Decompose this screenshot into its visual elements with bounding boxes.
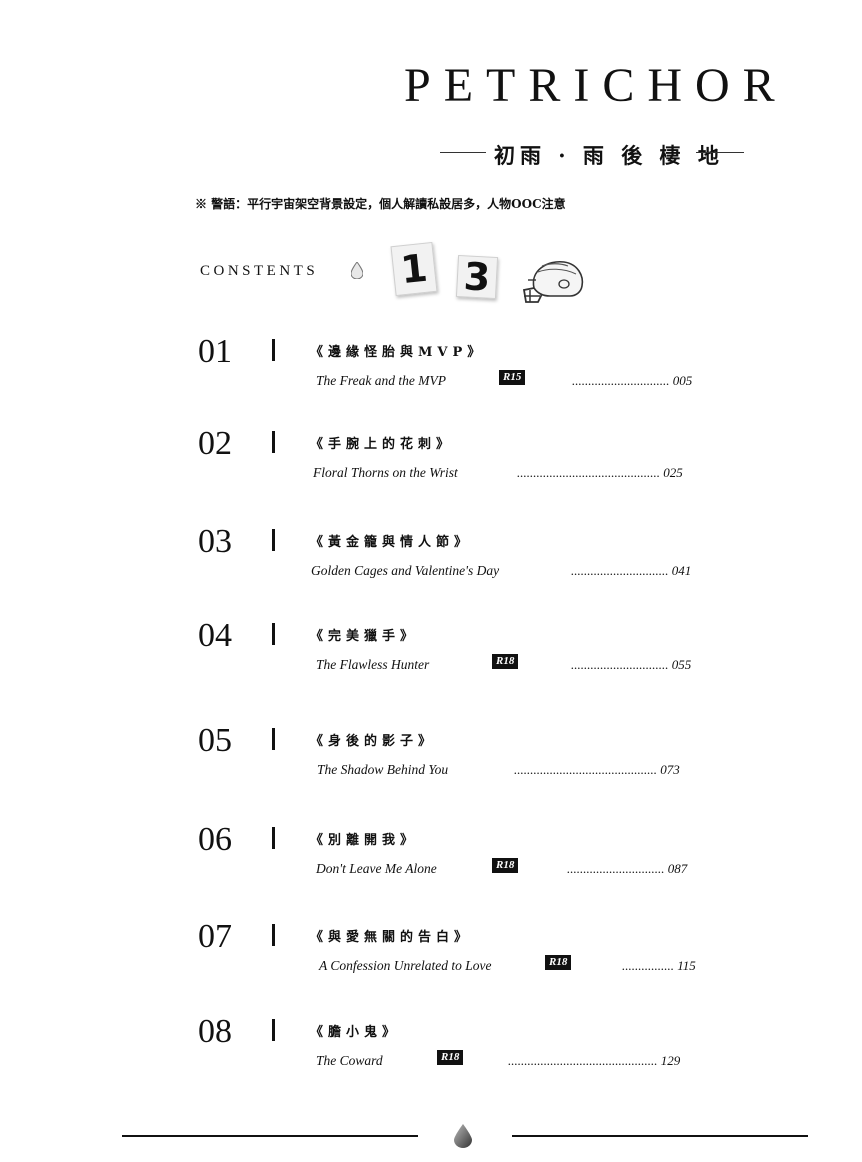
footer-rule-left (122, 1135, 418, 1137)
entry-divider (272, 529, 275, 551)
number-card-three: 3 (455, 254, 499, 300)
page-number: 115 (677, 958, 696, 973)
subtitle-rule-right (696, 152, 744, 153)
entry-number: 06 (198, 821, 232, 858)
entry-divider (272, 1019, 275, 1041)
entry-number: 04 (198, 617, 232, 654)
entry-english-title: Don't Leave Me Alone (316, 861, 437, 876)
rating-badge: R18 (492, 654, 519, 669)
entry-english-title: The Coward (316, 1053, 383, 1068)
entry-divider (272, 623, 275, 645)
subtitle-group: 初雨 · 雨 後 棲 地 (440, 140, 746, 168)
entry-leader-dots: ........................................… (514, 762, 680, 777)
page-number: 073 (660, 762, 680, 777)
entry-leader-dots: ................ 115 (622, 958, 696, 973)
entry-divider (272, 827, 275, 849)
entry-leader-dots: ........................................… (508, 1053, 681, 1068)
entry-leader-dots: .............................. 041 (571, 563, 692, 578)
entry-chinese-title: 《黃金籠與情人節》 (310, 535, 473, 550)
page-number: 055 (671, 657, 692, 672)
entry-chinese-title: 《身後的影子》 (310, 734, 437, 749)
toc-entry-05[interactable]: 05 《身後的影子》 The Shadow Behind You .......… (0, 724, 862, 794)
entry-number: 01 (198, 333, 232, 370)
toc-entry-03[interactable]: 03 《黃金籠與情人節》 Golden Cages and Valentine'… (0, 525, 862, 595)
toc-entry-08[interactable]: 08 《膽小鬼》 The Coward R18 ................… (0, 1015, 862, 1085)
entry-chinese-title: 《邊緣怪胎與MVP》 (310, 345, 486, 360)
entry-english-title: The Flawless Hunter (316, 657, 430, 672)
entry-english-title: A Confession Unrelated to Love (319, 958, 492, 973)
rating-badge: R18 (492, 858, 519, 873)
entry-divider (272, 924, 275, 946)
entry-english-title: Golden Cages and Valentine's Day (311, 563, 500, 578)
entry-number: 02 (198, 425, 232, 462)
entry-chinese-title: 《別離開我》 (310, 833, 419, 848)
toc-entry-04[interactable]: 04 《完美獵手》 The Flawless Hunter R18 ......… (0, 619, 862, 689)
page-number: 041 (671, 563, 692, 578)
entry-leader-dots: .............................. 005 (572, 373, 693, 388)
page-number: 129 (660, 1053, 681, 1068)
entry-english-title: The Shadow Behind You (317, 762, 449, 777)
entry-english-title: The Freak and the MVP (316, 373, 446, 388)
entry-leader-dots: .............................. 087 (567, 861, 688, 876)
rating-badge: R18 (545, 955, 572, 970)
toc-entry-01[interactable]: 01 《邊緣怪胎與MVP》 The Freak and the MVP R15 … (0, 335, 862, 405)
number-card-one: 1 (390, 241, 438, 297)
toc-entry-02[interactable]: 02 《手腕上的花刺》 Floral Thorns on the Wrist .… (0, 427, 862, 497)
entry-chinese-title: 《手腕上的花刺》 (310, 437, 455, 452)
contents-heading: CONSTENTS (200, 263, 319, 279)
toc-entry-07[interactable]: 07 《與愛無關的告白》 A Confession Unrelated to L… (0, 920, 862, 990)
entry-chinese-title: 《與愛無關的告白》 (310, 930, 473, 945)
entry-leader-dots: ........................................… (517, 465, 683, 480)
entry-chinese-title: 《完美獵手》 (310, 629, 419, 644)
entry-number: 07 (198, 918, 232, 955)
entry-number: 03 (198, 523, 232, 560)
toc-entry-06[interactable]: 06 《別離開我》 Don't Leave Me Alone R18 .....… (0, 823, 862, 893)
warning-note: ※ 警語：平行宇宙架空背景設定，個人解讀私設居多，人物OOC注意 (195, 197, 566, 211)
page-number: 025 (663, 465, 683, 480)
page-title: PETRICHOR (404, 59, 788, 112)
entry-chinese-title: 《膽小鬼》 (310, 1025, 401, 1040)
entry-english-title: Floral Thorns on the Wrist (313, 465, 458, 480)
subtitle: 初雨 · 雨 後 棲 地 (494, 143, 724, 168)
page-number: 087 (667, 861, 688, 876)
entry-divider (272, 728, 275, 750)
entry-divider (272, 431, 275, 453)
footer-rule-right (512, 1135, 808, 1137)
entry-number: 08 (198, 1013, 232, 1050)
raindrop-icon (454, 1124, 472, 1148)
rating-badge: R18 (437, 1050, 464, 1065)
entry-leader-dots: .............................. 055 (571, 657, 692, 672)
football-helmet-icon (522, 261, 584, 303)
rating-badge: R15 (499, 370, 526, 385)
raindrop-icon (351, 262, 363, 279)
entry-divider (272, 339, 275, 361)
entry-number: 05 (198, 722, 232, 759)
page-number: 005 (672, 373, 693, 388)
subtitle-rule-left (440, 152, 486, 153)
